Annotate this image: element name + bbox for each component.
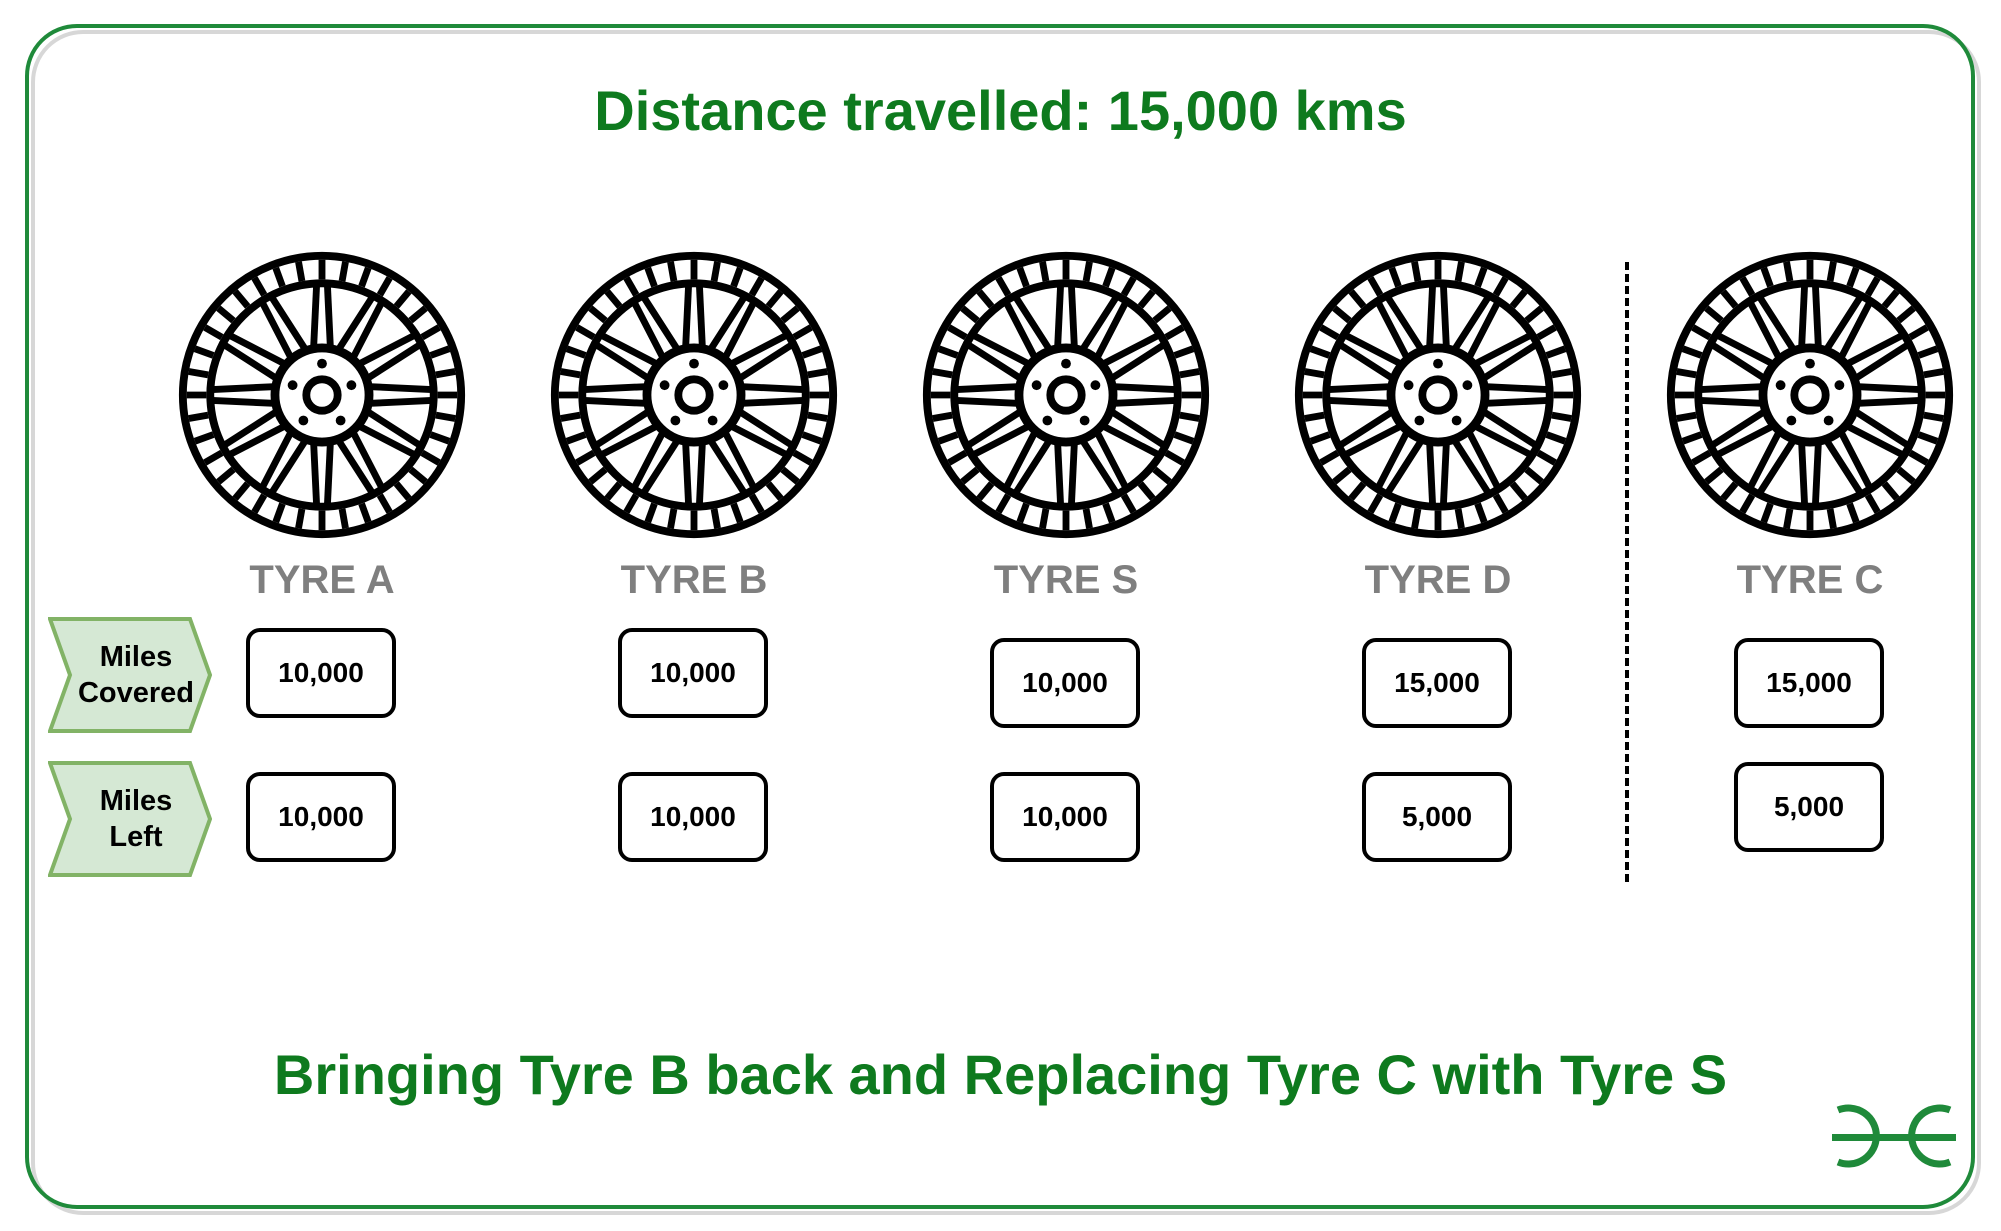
tyre-label-b: TYRE B xyxy=(620,558,768,602)
tyre-a-wheel-icon xyxy=(175,248,469,542)
tyre-s-covered-value: 10,000 xyxy=(990,638,1140,728)
tyre-c-wheel-icon xyxy=(1663,248,1957,542)
tyre-s-wheel-icon xyxy=(919,248,1213,542)
diagram-title: Distance travelled: 15,000 kms xyxy=(594,79,1407,142)
tyre-d-wheel-icon xyxy=(1291,248,1585,542)
miles-covered-line1: Miles xyxy=(99,641,173,673)
miles-covered-line2: Covered xyxy=(77,677,195,709)
tyre-b-left-value: 10,000 xyxy=(618,772,768,862)
tyre-label-d: TYRE D xyxy=(1364,558,1512,602)
tyre-label-a: TYRE A xyxy=(249,558,395,602)
gfg-logo-icon xyxy=(1832,1104,1956,1168)
miles-covered-label: Miles Covered xyxy=(48,617,212,733)
tyre-label-s: TYRE S xyxy=(993,558,1139,602)
tyre-b-wheel-icon xyxy=(547,248,841,542)
tyre-s-left-value: 10,000 xyxy=(990,772,1140,862)
tyre-a-covered-value: 10,000 xyxy=(246,628,396,718)
miles-left-line1: Miles xyxy=(99,785,173,817)
diagram-caption: Bringing Tyre B back and Replacing Tyre … xyxy=(273,1043,1728,1106)
tyre-a-left-value: 10,000 xyxy=(246,772,396,862)
miles-left-label: Miles Left xyxy=(48,761,212,877)
tyre-d-covered-value: 15,000 xyxy=(1362,638,1512,728)
tyre-c-left-value: 5,000 xyxy=(1734,762,1884,852)
frame-shadow xyxy=(31,30,1981,1215)
tyre-b-covered-value: 10,000 xyxy=(618,628,768,718)
tyre-label-c: TYRE C xyxy=(1736,558,1884,602)
dashed-divider xyxy=(1625,262,1629,882)
tyre-c-covered-value: 15,000 xyxy=(1734,638,1884,728)
tyre-d-left-value: 5,000 xyxy=(1362,772,1512,862)
miles-left-line2: Left xyxy=(109,821,163,853)
diagram-frame xyxy=(25,24,1975,1209)
